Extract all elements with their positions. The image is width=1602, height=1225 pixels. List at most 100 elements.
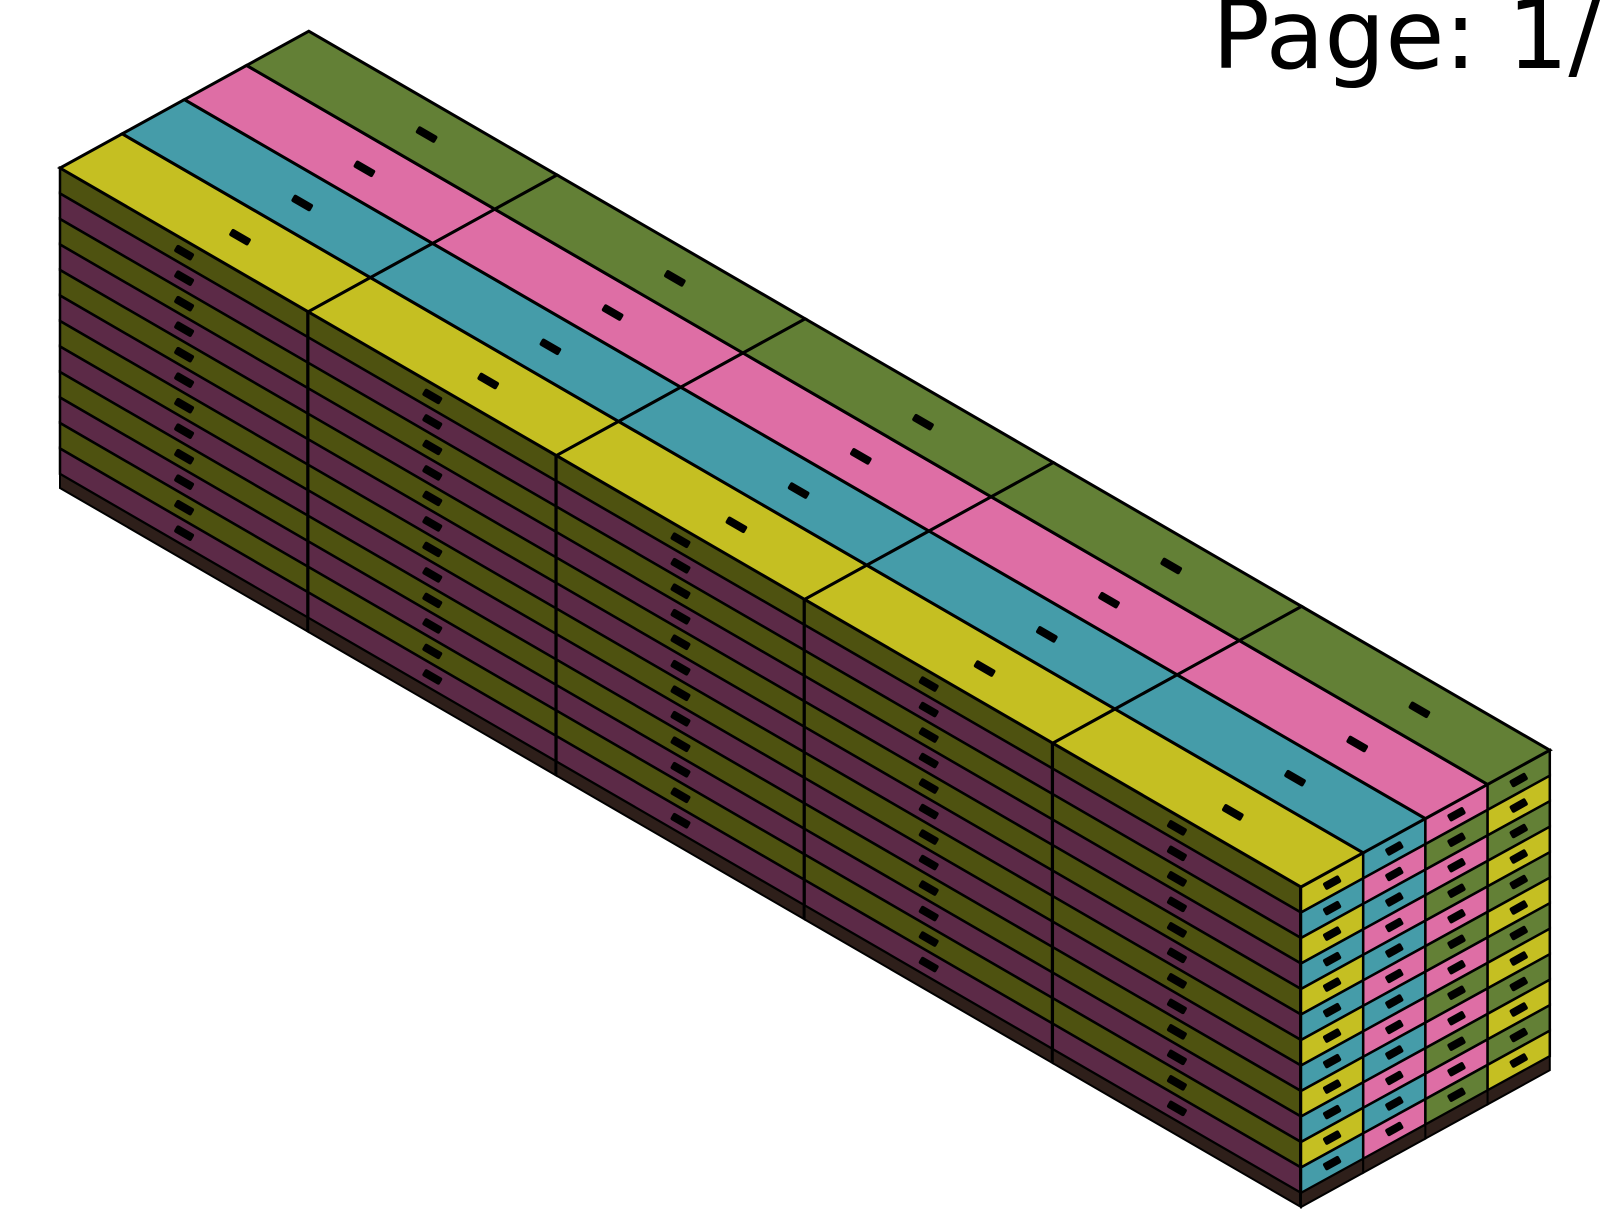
box-handle-icon xyxy=(1385,1070,1404,1086)
box-handle-icon xyxy=(1323,977,1342,992)
box-handle-icon xyxy=(787,482,810,499)
box-handle-icon xyxy=(1509,772,1528,788)
box-handle-icon xyxy=(1509,1027,1528,1043)
box-handle-icon xyxy=(422,439,443,456)
box-handle-icon xyxy=(1284,769,1306,787)
box-handle-icon xyxy=(918,956,939,973)
box-handle-icon xyxy=(1385,1121,1404,1137)
box-handle-icon xyxy=(1166,1024,1187,1040)
box-handle-icon xyxy=(670,762,691,778)
box-handle-icon xyxy=(291,194,314,212)
box-handle-icon xyxy=(422,541,443,558)
box-handle-icon xyxy=(918,752,939,769)
box-handle-icon xyxy=(174,372,195,388)
box-handle-icon xyxy=(918,854,939,871)
box-handle-icon xyxy=(912,413,934,431)
box-handle-icon xyxy=(670,532,691,548)
box-handle-icon xyxy=(918,905,939,922)
box-handle-icon xyxy=(1447,858,1466,873)
end-face xyxy=(1299,748,1552,1209)
box-handle-icon xyxy=(174,423,195,439)
box-handle-icon xyxy=(174,346,195,363)
box-handle-icon xyxy=(422,388,443,405)
box-handle-icon xyxy=(1509,951,1528,966)
box-handle-icon xyxy=(1447,909,1466,924)
box-handle-icon xyxy=(415,126,438,143)
box-handle-icon xyxy=(1323,1003,1342,1018)
box-handle-icon xyxy=(174,499,195,516)
box-handle-icon xyxy=(1166,998,1187,1015)
box-handle-icon xyxy=(1346,735,1369,753)
box-handle-icon xyxy=(1509,976,1528,992)
box-handle-icon xyxy=(1509,849,1528,864)
box-handle-icon xyxy=(1509,925,1528,941)
box-handle-icon xyxy=(1323,1105,1342,1120)
box-handle-icon xyxy=(1447,960,1466,975)
box-handle-icon xyxy=(670,685,691,701)
box-handle-icon xyxy=(174,397,195,414)
box-handle-icon xyxy=(1166,845,1187,862)
box-handle-icon xyxy=(1509,1002,1528,1017)
box-handle-icon xyxy=(1447,1062,1466,1077)
box-handle-icon xyxy=(1447,883,1466,898)
pallet-base xyxy=(1486,1054,1551,1107)
box-handle-icon xyxy=(477,372,500,390)
box-handle-icon xyxy=(1408,701,1431,719)
box-handle-icon xyxy=(1385,1045,1404,1060)
box-handle-icon xyxy=(725,516,748,534)
box-handle-icon xyxy=(174,525,195,541)
box-handle-icon xyxy=(353,160,376,178)
box-handle-icon xyxy=(1509,1053,1528,1068)
box-handle-icon xyxy=(1222,804,1244,821)
box-handle-icon xyxy=(918,931,939,947)
box-handle-icon xyxy=(670,634,691,650)
box-handle-icon xyxy=(670,736,691,752)
box-handle-icon xyxy=(1323,1130,1342,1145)
box-handle-icon xyxy=(1447,832,1466,847)
box-handle-icon xyxy=(422,618,443,634)
box-handle-icon xyxy=(422,465,443,481)
box-handle-icon xyxy=(1385,866,1404,882)
box-handle-icon xyxy=(918,778,939,794)
box-handle-icon xyxy=(1323,875,1342,890)
box-handle-icon xyxy=(1166,947,1187,964)
box-handle-icon xyxy=(422,669,443,685)
box-handle-icon xyxy=(174,270,195,286)
box-handle-icon xyxy=(422,516,443,532)
box-handle-icon xyxy=(1509,900,1528,915)
box-handle-icon xyxy=(1166,1075,1187,1091)
box-handle-icon xyxy=(1323,1028,1342,1043)
box-handle-icon xyxy=(1166,973,1187,989)
box-handle-icon xyxy=(1323,901,1342,916)
box-handle-icon xyxy=(1323,926,1342,941)
box-handle-icon xyxy=(1385,841,1404,856)
box-handle-icon xyxy=(174,244,195,261)
box-handle-icon xyxy=(918,701,939,718)
box-handle-icon xyxy=(1160,557,1183,575)
box-handle-icon xyxy=(670,660,691,676)
box-handle-icon xyxy=(918,676,939,692)
box-handle-icon xyxy=(1166,896,1187,913)
box-handle-icon xyxy=(1166,922,1187,938)
box-handle-icon xyxy=(1166,1100,1187,1117)
box-handle-icon xyxy=(1385,968,1404,984)
box-handle-icon xyxy=(1447,934,1466,949)
box-handle-icon xyxy=(422,567,443,583)
box-handle-icon xyxy=(174,295,195,312)
box-handle-icon xyxy=(1323,1054,1342,1069)
box-handle-icon xyxy=(1385,943,1404,958)
top-box-green xyxy=(1236,604,1553,787)
box-handle-icon xyxy=(1166,820,1187,836)
box-handle-icon xyxy=(1385,1019,1404,1035)
box-handle-icon xyxy=(1509,874,1528,890)
box-handle-icon xyxy=(664,270,686,287)
box-handle-icon xyxy=(422,592,443,609)
box-handle-icon xyxy=(422,490,443,507)
box-handle-icon xyxy=(1509,798,1528,813)
box-handle-icon xyxy=(601,304,624,321)
box-handle-icon xyxy=(670,583,691,599)
box-handle-icon xyxy=(670,813,691,829)
box-handle-icon xyxy=(1509,823,1528,839)
box-handle-icon xyxy=(1447,807,1466,822)
